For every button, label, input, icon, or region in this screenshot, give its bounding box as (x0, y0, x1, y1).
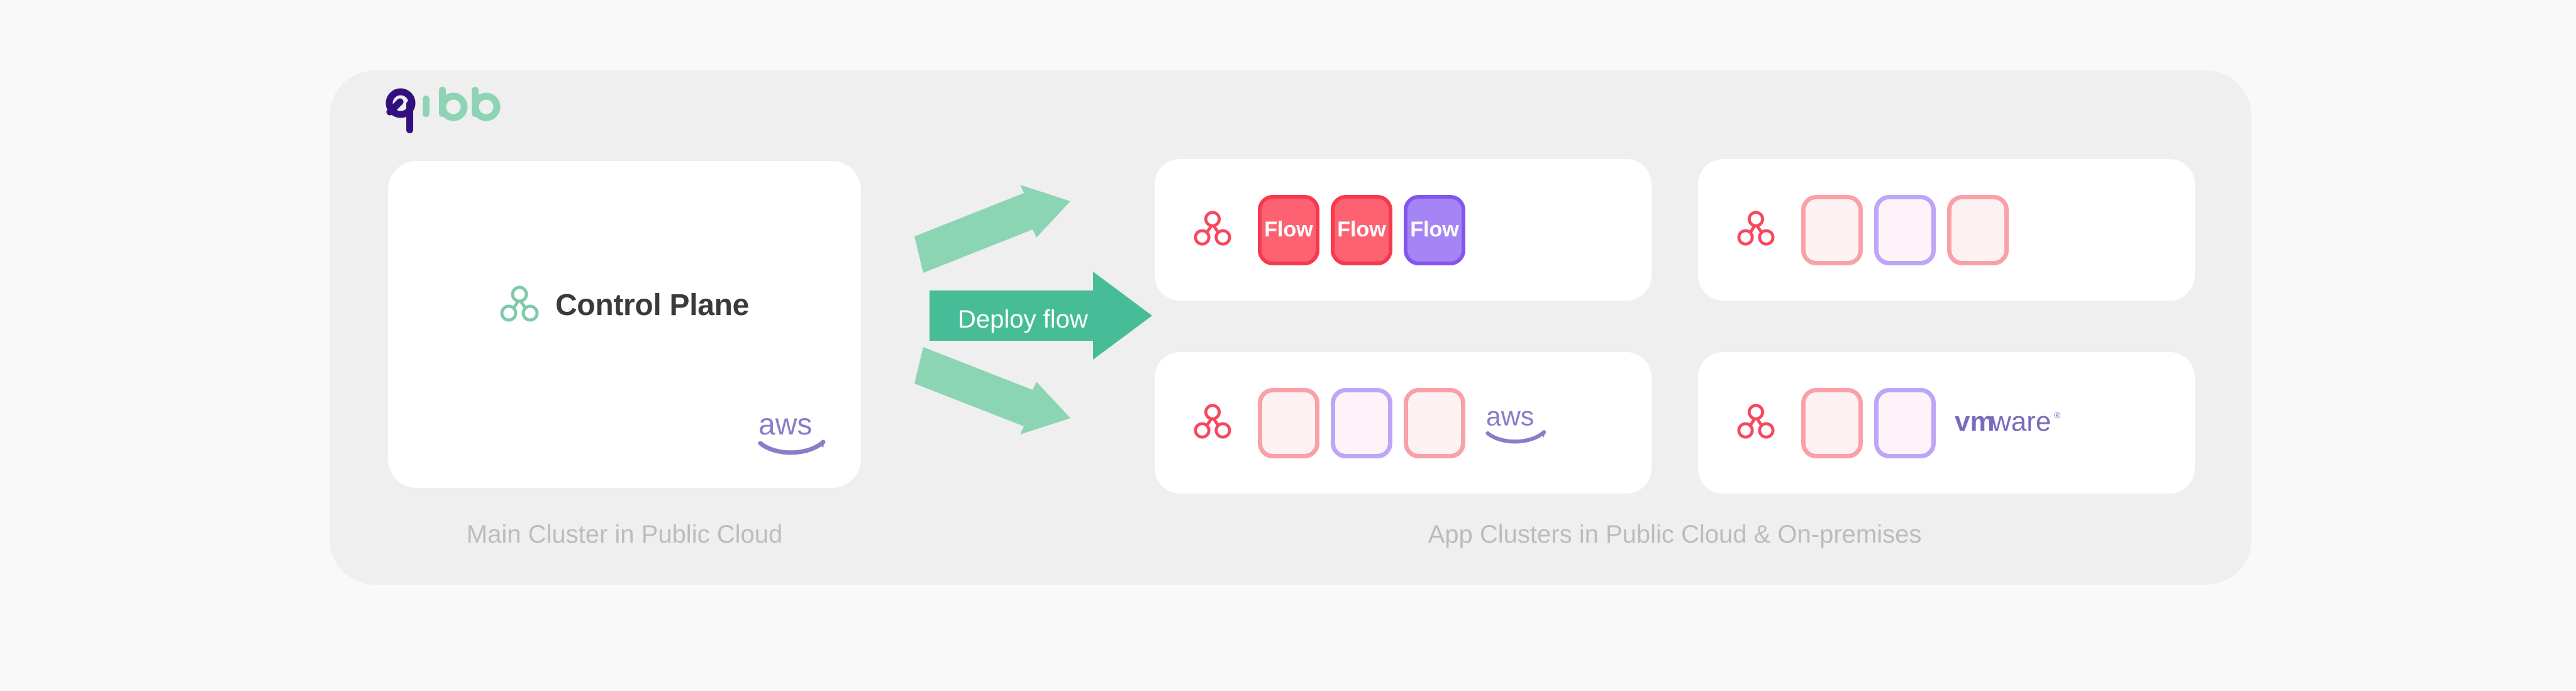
svg-text:®: ® (2054, 410, 2061, 420)
control-plane-header: Control Plane (388, 284, 861, 326)
caption-main-cluster: Main Cluster in Public Cloud (466, 521, 783, 548)
flow-node-empty[interactable] (1801, 387, 1863, 458)
deploy-arrows: Deploy flow (901, 176, 1165, 465)
deploy-arrow-top (914, 185, 1070, 273)
logo-letter-b2 (472, 87, 501, 121)
flow-node-empty[interactable] (1874, 194, 1936, 265)
flow-node-empty[interactable] (1947, 194, 2009, 265)
cluster-icon (1737, 402, 1775, 443)
flow-node-empty[interactable] (1874, 387, 1936, 458)
svg-text:vm: vm (1955, 406, 1995, 437)
caption-app-clusters: App Clusters in Public Cloud & On-premis… (1428, 521, 1922, 548)
node-list (1801, 194, 2009, 265)
flow-node[interactable]: Flow (1258, 194, 1319, 265)
svg-text:ware: ware (1990, 406, 2051, 437)
control-plane-card[interactable]: Control Plane aws aws (388, 161, 861, 488)
svg-text:aws: aws (758, 408, 812, 441)
deploy-arrow-main (930, 272, 1152, 360)
cluster-top-right[interactable] (1698, 159, 2195, 301)
node-list (1258, 387, 1465, 458)
aws-logo: aws aws (757, 408, 831, 459)
logo-letter-b1 (439, 87, 468, 121)
cluster-icon (500, 284, 539, 326)
qibb-logo: qibb (384, 82, 509, 138)
logo-letter-i (423, 96, 430, 117)
flow-node[interactable]: Flow (1331, 194, 1392, 265)
flow-node-empty[interactable] (1801, 194, 1863, 265)
svg-text:aws: aws (1486, 402, 1534, 432)
cluster-bottom-left[interactable]: aws aws (1155, 352, 1652, 494)
flow-node-empty[interactable] (1404, 387, 1465, 458)
flow-node-empty[interactable] (1331, 387, 1392, 458)
control-plane-title: Control Plane (555, 289, 750, 322)
aws-logo: aws aws (1484, 402, 1551, 445)
cluster-top-left[interactable]: Flow Flow Flow (1155, 159, 1652, 301)
flow-node-empty[interactable] (1258, 387, 1319, 458)
cluster-icon (1194, 402, 1231, 443)
cluster-icon (1194, 209, 1231, 250)
node-list (1801, 387, 1936, 458)
logo-letter-q (386, 88, 416, 133)
node-list: Flow Flow Flow (1258, 194, 1465, 265)
flow-node[interactable]: Flow (1404, 194, 1465, 265)
deploy-arrow-bottom (914, 347, 1070, 434)
cluster-icon (1737, 209, 1775, 250)
